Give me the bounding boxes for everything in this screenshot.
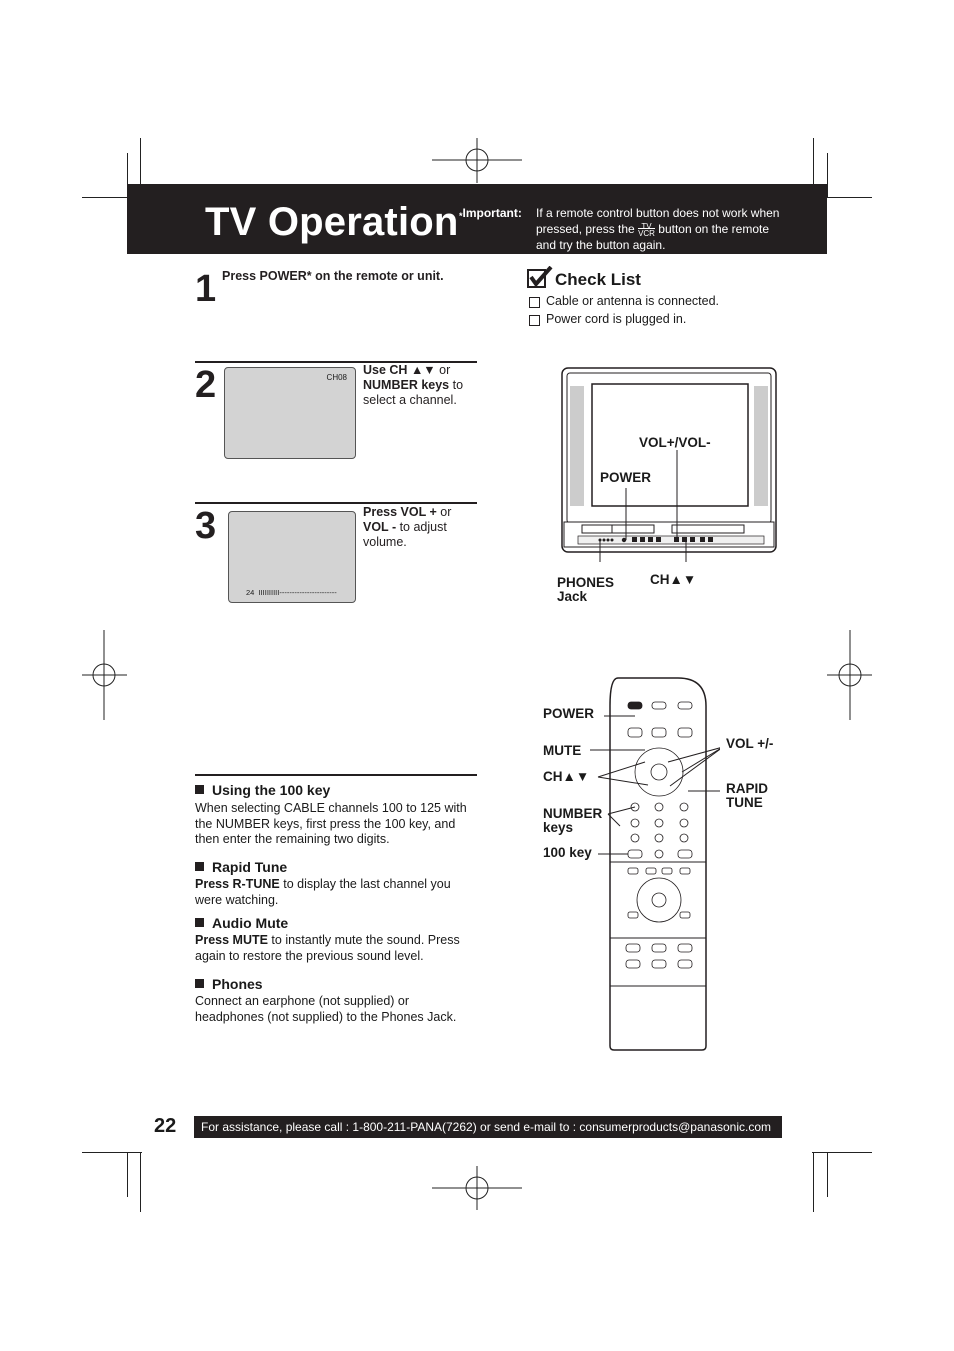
step-1-text: Press POWER* on the remote or unit.: [222, 269, 444, 283]
step-2-screen: CH08: [224, 367, 356, 459]
step-2-text: Use CH ▲▼ or NUMBER keys to select a cha…: [363, 363, 464, 407]
step-1-number: 1: [195, 268, 217, 310]
sections-rule: [195, 774, 477, 776]
section-body-rapid-tune: Press R-TUNE to display the last channel…: [195, 877, 451, 907]
footer-text: For assistance, please call : 1-800-211-…: [201, 1120, 772, 1134]
step-2-number: 2: [195, 364, 217, 406]
important-note: If a remote control button does not work…: [536, 206, 780, 252]
step-3-text: Press VOL + or VOL - to adjust volume.: [363, 505, 452, 549]
checklist-item-2: Power cord is plugged in.: [546, 312, 687, 326]
remote-label-mute: MUTE: [543, 743, 582, 758]
header-bar: [127, 184, 827, 254]
step-3-screen: 24 IIIIIIIIII-----------------------: [228, 511, 356, 603]
section-heading-rapid-tune: Rapid Tune: [195, 859, 287, 875]
page-number: 22: [154, 1115, 177, 1137]
ch-arrows-icon: ▲▼: [410, 363, 436, 377]
channel-display: CH08: [326, 373, 347, 382]
tv-label-ch: CH▲▼: [650, 572, 697, 587]
remote-label-power: POWER: [543, 706, 595, 721]
step-2-rule: [195, 361, 477, 363]
bullet-square-icon: [195, 979, 204, 988]
section-heading-100-key: Using the 100 key: [195, 782, 330, 798]
remote-illustration: [590, 677, 720, 1051]
footer-bar: For assistance, please call : 1-800-211-…: [194, 1116, 782, 1138]
tv-label-power: POWER: [600, 470, 652, 485]
remote-label-ch: CH▲▼: [543, 769, 590, 784]
step-3-rule: [195, 502, 477, 504]
section-body-phones: Connect an earphone (not supplied) or he…: [195, 994, 457, 1024]
checklist-checkbox-1: [529, 297, 540, 308]
checklist-item-1: Cable or antenna is connected.: [546, 294, 720, 308]
remote-label-100-key: 100 key: [543, 845, 592, 860]
section-body-100-key: When selecting CABLE channels 100 to 125…: [195, 801, 467, 846]
checkmark-icon: [527, 266, 553, 288]
bullet-square-icon: [195, 918, 204, 927]
bullet-square-icon: [195, 785, 204, 794]
checklist-title: Check List: [555, 270, 641, 289]
volume-display: 24 IIIIIIIIII-----------------------: [246, 588, 337, 597]
section-heading-audio-mute: Audio Mute: [195, 915, 288, 931]
section-heading-phones: Phones: [195, 976, 263, 992]
tv-label-vol: VOL+/VOL-: [639, 435, 711, 450]
step-3-number: 3: [195, 505, 217, 547]
page-title: TV Operation: [205, 200, 459, 244]
section-body-audio-mute: Press MUTE to instantly mute the sound. …: [195, 933, 460, 963]
remote-label-vol: VOL +/-: [726, 736, 774, 751]
checklist-checkbox-2: [529, 315, 540, 326]
tv-illustration: [561, 367, 777, 562]
bullet-square-icon: [195, 862, 204, 871]
important-label: *Important:: [459, 206, 522, 221]
